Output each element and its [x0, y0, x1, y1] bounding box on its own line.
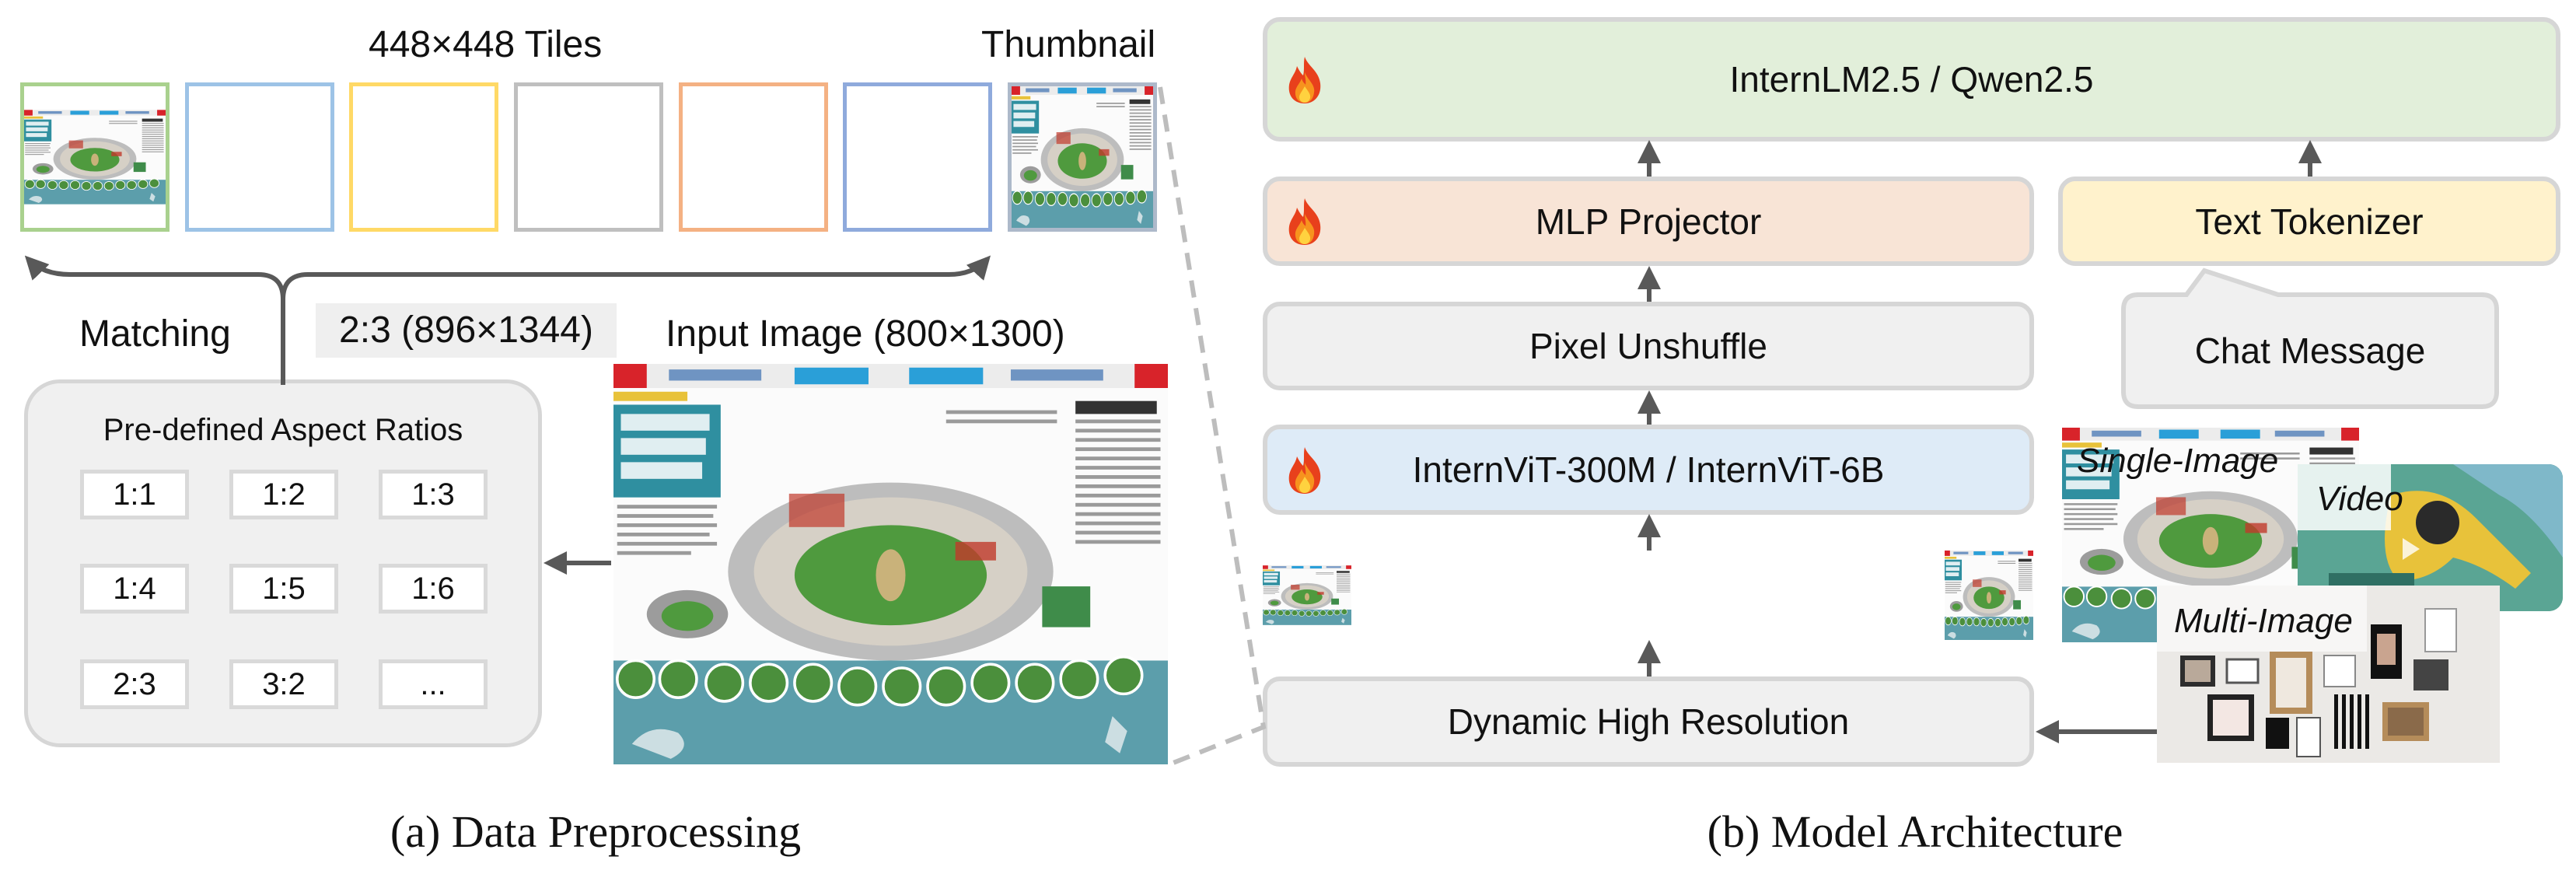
- mlp-projector-block: MLP Projector: [1263, 177, 2034, 266]
- aspect-ratio-cell: 2:3: [80, 659, 189, 709]
- tiles-title: 448×448 Tiles: [369, 24, 603, 65]
- single-image-label: Single-Image: [2077, 442, 2279, 480]
- matched-ratio-badge: 2:3 (896×1344): [316, 303, 617, 358]
- caption-a: (a) Data Preprocessing: [390, 806, 802, 857]
- pixel-unshuffle-label: Pixel Unshuffle: [1529, 326, 1767, 366]
- video-label: Video: [2316, 480, 2403, 518]
- multi-image-label: Multi-Image: [2174, 602, 2353, 640]
- aspect-ratio-cell: 1:2: [229, 470, 338, 519]
- text-tokenizer-label: Text Tokenizer: [2195, 201, 2424, 242]
- internvit-label: InternViT-300M / InternViT-6B: [1412, 449, 1885, 490]
- mlp-projector-label: MLP Projector: [1535, 201, 1762, 242]
- fire-icon: [1285, 55, 1325, 105]
- image-tile: [349, 82, 498, 232]
- input-image: [613, 364, 1168, 764]
- aspect-ratio-cell: ...: [379, 659, 488, 709]
- image-tile-small: [1831, 551, 1920, 640]
- caption-b: (b) Model Architecture: [1707, 806, 2123, 857]
- thumbnail-title: Thumbnail: [981, 24, 1156, 65]
- thumbnail-tile-small: [1945, 551, 2033, 640]
- aspect-ratio-panel: Pre-defined Aspect Ratios 1:1 1:2 1:3 1:4 1:…: [24, 379, 542, 747]
- image-tile-small: [1491, 551, 1579, 640]
- image-tile-small: [1263, 551, 1351, 640]
- image-tile: [185, 82, 334, 232]
- internvit-block: InternViT-300M / InternViT-6B: [1263, 425, 2034, 515]
- image-tile: [843, 82, 992, 232]
- image-tile-small: [1375, 551, 1464, 640]
- fire-icon: [1285, 446, 1325, 495]
- fire-icon: [1285, 197, 1325, 246]
- text-tokenizer-block: Text Tokenizer: [2058, 177, 2560, 266]
- chat-message-label: Chat Message: [2194, 330, 2426, 371]
- aspect-ratio-cell: 1:6: [379, 564, 488, 614]
- image-tile: [20, 82, 170, 232]
- aspect-ratio-cell: 1:4: [80, 564, 189, 614]
- aspect-ratio-cell: 1:1: [80, 470, 189, 519]
- multi-image-example: [2157, 586, 2500, 763]
- image-tile: [514, 82, 663, 232]
- aspect-ratio-cell: 1:5: [229, 564, 338, 614]
- pixel-unshuffle-block: Pixel Unshuffle: [1263, 302, 2034, 390]
- thumbnail-tile: [1008, 82, 1157, 232]
- aspect-ratio-title: Pre-defined Aspect Ratios: [103, 413, 463, 447]
- aspect-ratio-cell: 1:3: [379, 470, 488, 519]
- input-image-label: Input Image (800×1300): [666, 313, 1065, 355]
- dynamic-high-resolution-label: Dynamic High Resolution: [1447, 701, 1850, 742]
- image-tile: [679, 82, 828, 232]
- image-tile-small: [1718, 551, 1806, 640]
- aspect-ratio-cell: 3:2: [229, 659, 338, 709]
- llm-block: InternLM2.5 / Qwen2.5: [1263, 17, 2560, 142]
- dynamic-high-resolution-block: Dynamic High Resolution: [1263, 676, 2034, 767]
- llm-label: InternLM2.5 / Qwen2.5: [1729, 59, 2094, 100]
- image-tile-small: [1604, 551, 1693, 640]
